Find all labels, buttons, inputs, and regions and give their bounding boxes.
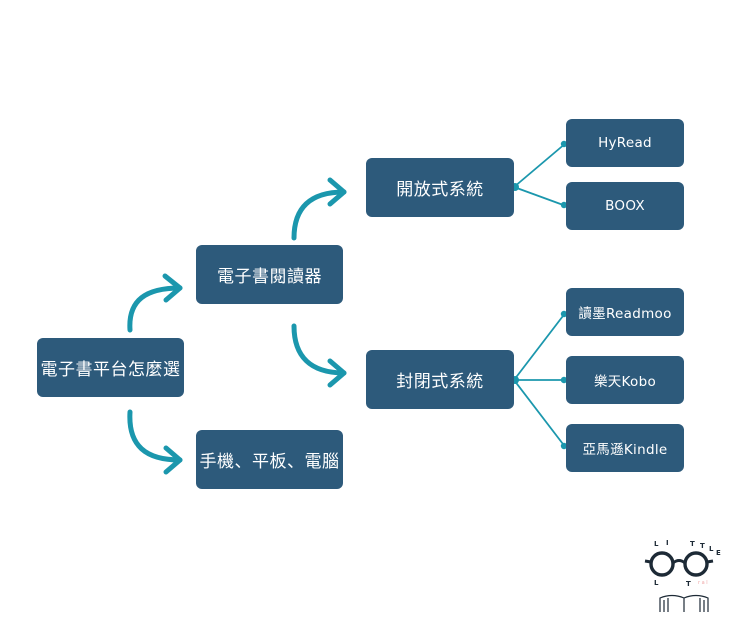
leaf-node-kindle-label: 亞馬遜Kindle <box>582 442 668 458</box>
closed-system-node-label: 封閉式系統 <box>396 372 484 392</box>
leaf-node-hyread-label: HyRead <box>598 135 652 151</box>
logo-letter-t2: T <box>700 542 705 550</box>
arrow-reader-to-closed <box>291 323 347 376</box>
branch-closed-to-kindle <box>513 379 567 449</box>
logo-glasses-temple-left <box>644 559 652 564</box>
arrow-root-to-reader <box>127 285 183 333</box>
arrowhead-root-to-reader <box>162 273 183 303</box>
arrowhead-root-to-devices <box>163 445 183 475</box>
branch-dot-kobo <box>560 376 568 384</box>
devices-node-label: 手機、平板、電腦 <box>199 452 340 472</box>
logo-letter-l1: L <box>654 540 659 548</box>
leaf-node-kindle: 亞馬遜Kindle <box>566 424 684 472</box>
open-system-node-label: 開放式系統 <box>396 180 484 200</box>
logo-letter-t3: T <box>686 580 691 588</box>
branch-open-to-hyread <box>513 142 567 188</box>
arrow-root-to-devices <box>127 409 183 463</box>
little-logo: L I T T L E L T r a l <box>644 539 721 612</box>
logo-small-letters: r a l <box>698 580 708 586</box>
branch-dot-boox <box>560 201 568 209</box>
branch-closed-to-readmoo <box>513 311 567 381</box>
leaf-node-readmoo-label: 讀墨Readmoo <box>578 306 672 322</box>
logo-glasses-left-lens <box>649 551 675 577</box>
branch-dot-kindle <box>560 442 568 450</box>
leaf-node-kobo-label: 樂天Kobo <box>593 374 657 390</box>
leaf-node-boox: BOOX <box>566 182 684 230</box>
branch-dot-hyread <box>560 140 568 148</box>
reader-node: 電子書閱讀器 <box>196 245 343 304</box>
logo-letter-l2: L <box>709 545 714 553</box>
logo-glasses-temple-right <box>706 559 714 564</box>
branch-dot-readmoo <box>560 310 568 318</box>
arrowhead-reader-to-closed <box>327 358 347 388</box>
reader-node-label: 電子書閱讀器 <box>217 267 322 287</box>
arrowhead-reader-to-open <box>327 177 347 207</box>
logo-glasses-bridge <box>672 559 686 565</box>
open-system-node: 開放式系統 <box>366 158 514 217</box>
logo-book <box>659 594 709 612</box>
logo-letter-e: E <box>716 549 721 557</box>
leaf-node-readmoo: 讀墨Readmoo <box>566 288 684 336</box>
arrow-reader-to-open <box>291 189 347 241</box>
leaf-node-kobo: 樂天Kobo <box>566 356 684 404</box>
leaf-node-boox-label: BOOX <box>605 198 645 214</box>
root-node-label: 電子書平台怎麼選 <box>40 360 181 380</box>
logo-letter-t1: T <box>690 540 695 548</box>
branch-open-to-boox <box>513 186 567 207</box>
logo-letter-i: I <box>666 539 669 547</box>
logo-letter-l3: L <box>654 579 659 587</box>
closed-system-node: 封閉式系統 <box>366 350 514 409</box>
logo-glasses-right-lens <box>683 551 709 577</box>
leaf-node-hyread: HyRead <box>566 119 684 167</box>
root-node: 電子書平台怎麼選 <box>37 338 184 397</box>
devices-node: 手機、平板、電腦 <box>196 430 343 489</box>
